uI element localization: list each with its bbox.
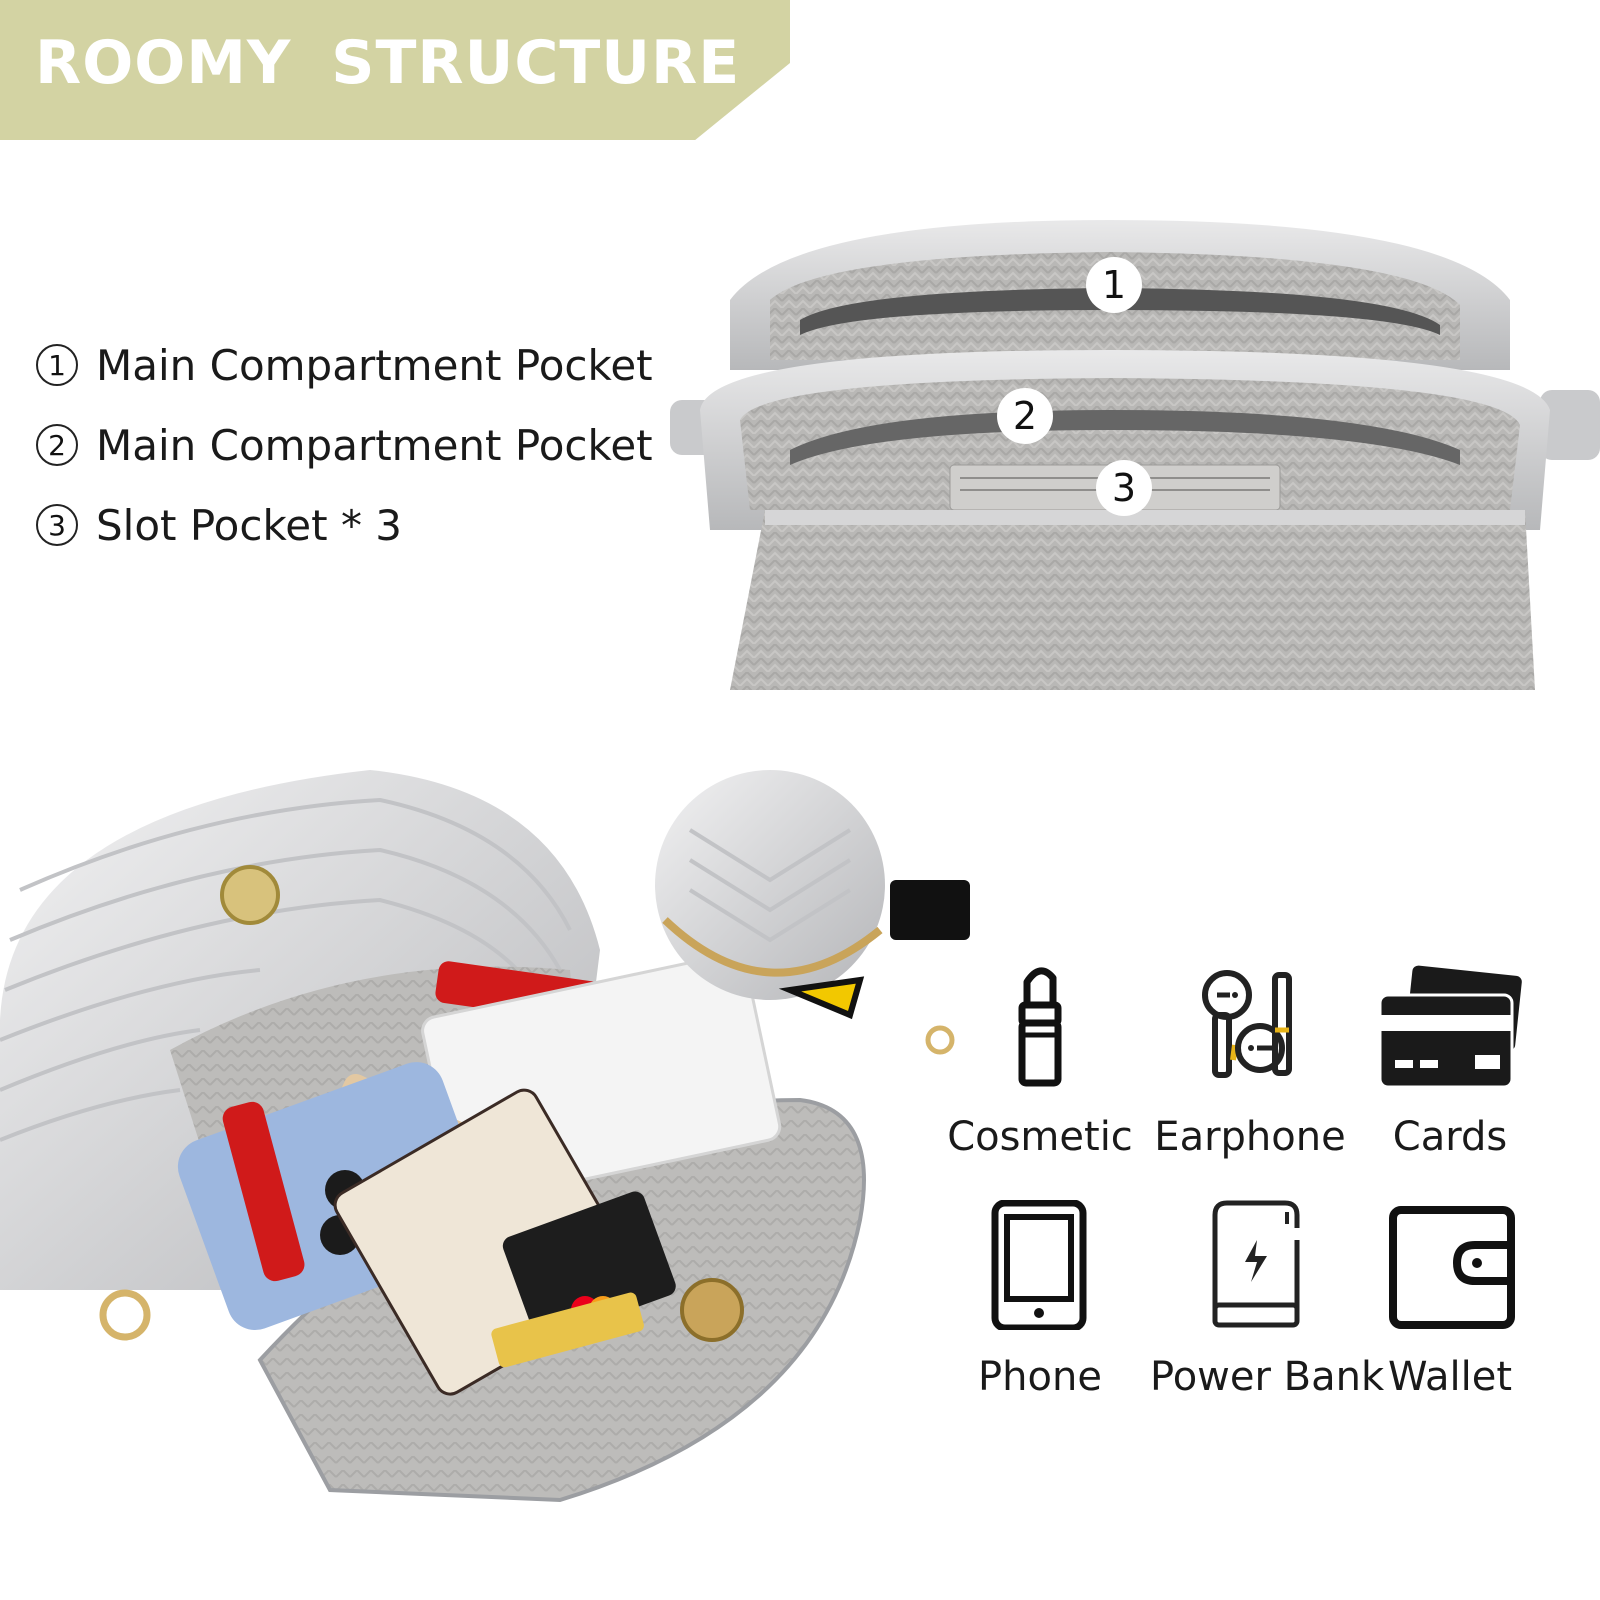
lipstick-icon [1018,967,1062,1087]
pocket-label: Main Compartment Pocket [96,340,653,390]
pocket-number-badge: 1 [36,344,78,386]
item-cosmetic: Cosmetic [940,960,1140,1160]
cards-icon [1378,965,1522,1089]
item-power-bank: Power Bank [1150,1200,1385,1400]
bag-interior-illustration [670,220,1600,690]
item-earphone: Earphone [1150,960,1350,1160]
power-bank-icon [1212,1200,1300,1328]
pocket-label: Main Compartment Pocket [96,420,653,470]
item-label: Phone [978,1354,1102,1400]
item-label: Cosmetic [947,1114,1133,1160]
pocket-marker-1: 1 [1086,257,1142,313]
bag-interior-photo: 1 2 3 [670,210,1600,690]
pocket-label: Slot Pocket * 3 [96,500,403,550]
pocket-legend: 1 Main Compartment Pocket 2 Main Compart… [36,325,653,565]
page-title: ROOMY STRUCTURE [35,28,741,98]
pocket-number-badge: 2 [36,424,78,466]
pocket-legend-item: 1 Main Compartment Pocket [36,325,653,405]
item-label: Earphone [1154,1114,1346,1160]
pocket-marker-2: 2 [997,388,1053,444]
item-label: Power Bank [1150,1354,1385,1400]
item-phone: Phone [940,1200,1140,1400]
bag-contents-illustration [0,770,970,1503]
item-wallet: Wallet [1350,1200,1550,1400]
pocket-legend-item: 3 Slot Pocket * 3 [36,485,653,565]
phone-icon [991,1200,1087,1330]
item-cards: Cards [1350,960,1550,1160]
title-banner [0,0,790,140]
pocket-number-badge: 3 [36,504,78,546]
bag-contents-photo [0,770,980,1530]
item-label: Wallet [1387,1354,1513,1400]
pocket-legend-item: 2 Main Compartment Pocket [36,405,653,485]
earphone-icon [1202,970,1292,1078]
item-label: Cards [1392,1114,1508,1160]
pocket-marker-3: 3 [1096,460,1152,516]
wallet-icon [1389,1206,1515,1329]
